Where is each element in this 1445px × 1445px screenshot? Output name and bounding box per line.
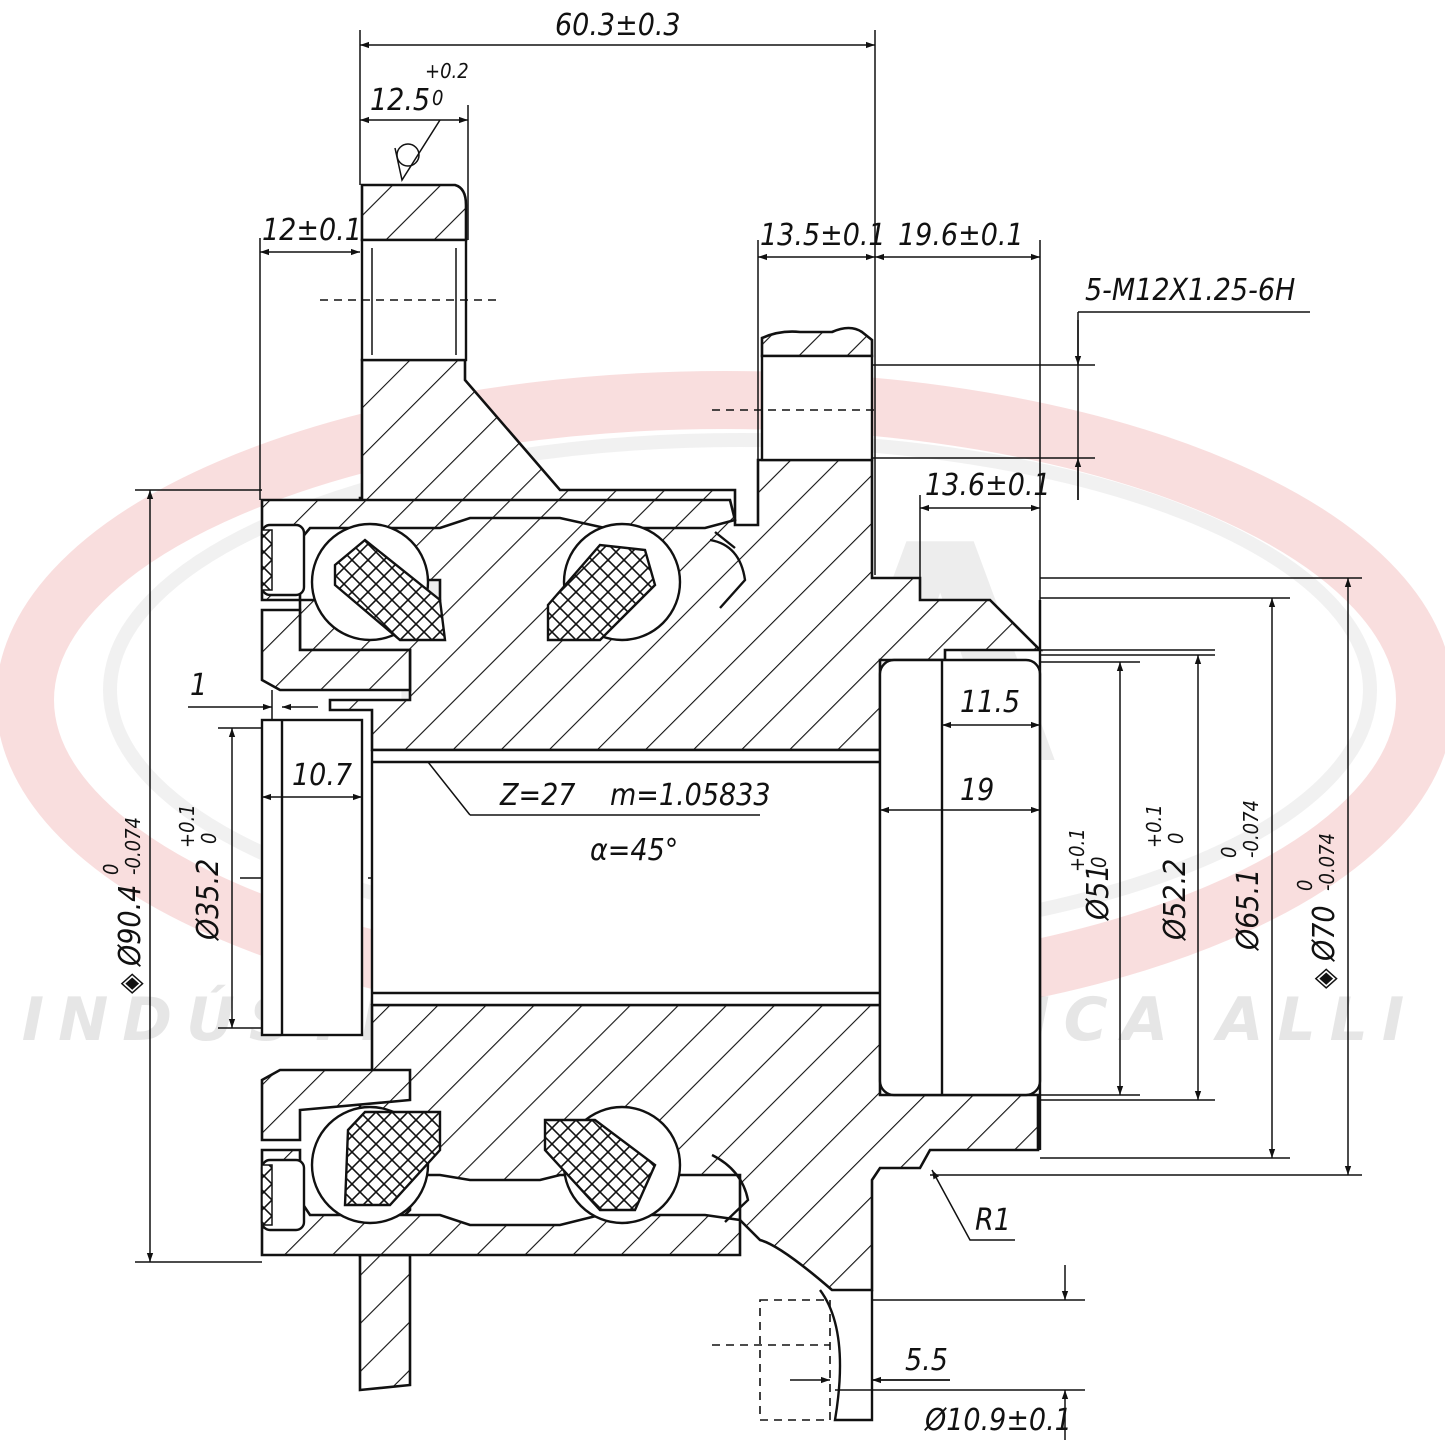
dim-seal-width: 12±0.1 <box>262 213 362 248</box>
dim-flange-thickness: 12.5 <box>370 83 430 118</box>
dim-overall-width: 60.3±0.3 <box>555 8 681 43</box>
cage-lower-left <box>343 1110 442 1207</box>
dim-bore-tol-upper: +0.1 <box>175 804 199 848</box>
dim-thread-spec: 5-M12X1.25-6H <box>1085 273 1295 308</box>
spline-angle: α=45° <box>590 833 678 868</box>
spline-module: m=1.05833 <box>610 778 771 813</box>
stud-hole-lower <box>759 1299 831 1421</box>
dim-outer-diameter-tol-upper: 0 <box>99 864 123 875</box>
dim-outer-diameter-tol-lower: -0.074 <box>121 817 145 875</box>
cage-upper-left <box>333 538 447 642</box>
dim-recess: 11.5 <box>960 685 1020 720</box>
dim-gap: 1 <box>190 668 207 703</box>
dim-d70-tol-upper: 0 <box>1293 880 1317 891</box>
dim-hole-diameter: Ø10.9±0.1 <box>924 1403 1072 1438</box>
outer-race-lower <box>260 1148 742 1257</box>
dim-flange-tol-upper: +0.2 <box>425 59 469 83</box>
inner-race-left-upper <box>260 608 412 692</box>
dim-d65-tol-upper: 0 <box>1217 847 1241 858</box>
dim-d52-tol-lower: 0 <box>1164 833 1188 844</box>
dim-bolt-depth: 19.6±0.1 <box>898 218 1024 253</box>
dim-d70-datum: ◈ <box>1307 968 1342 989</box>
dim-flange-tol-lower: 0 <box>432 86 443 110</box>
dim-chamfer: 5.5 <box>905 1343 948 1378</box>
dim-d65-tol-lower: -0.074 <box>1239 800 1263 858</box>
dim-radius: R1 <box>975 1203 1011 1238</box>
dim-outer-diameter-datum: ◈ <box>113 973 148 994</box>
dim-bore-tol-lower: 0 <box>197 833 221 844</box>
dim-d70-tol-lower: -0.074 <box>1315 833 1339 891</box>
dim-inner-length: 10.7 <box>292 758 352 793</box>
dim-d51: Ø51 <box>1081 864 1116 921</box>
dim-d52: Ø52.2 <box>1158 859 1193 941</box>
bolt-thread-upper <box>760 354 874 462</box>
dim-d70: Ø70 <box>1307 905 1342 962</box>
dim-pilot-length: 13.6±0.1 <box>925 468 1051 503</box>
dim-stud-offset: 13.5±0.1 <box>760 218 886 253</box>
dim-d51-tol-upper: +0.1 <box>1065 828 1089 872</box>
flange-upper <box>360 183 468 242</box>
bore <box>372 750 880 1005</box>
cage-upper-right <box>546 543 657 642</box>
left-stub <box>260 718 364 1037</box>
dimension-lines <box>135 30 1362 1440</box>
dim-bore-diameter: Ø35.2 <box>191 859 226 941</box>
dim-d65: Ø65.1 <box>1231 869 1266 951</box>
spline-teeth: Z=27 <box>499 778 575 813</box>
dimension-labels: 60.3±0.3 12.5 +0.2 0 12±0.1 13.5±0.1 19.… <box>99 8 1342 1438</box>
dim-d51-tol-lower: 0 <box>1087 857 1111 868</box>
dim-d52-tol-upper: +0.1 <box>1142 804 1166 848</box>
flange-lower <box>358 1253 412 1392</box>
bolt-boss-upper <box>760 326 874 358</box>
dim-bore-depth: 19 <box>960 773 994 808</box>
inner-race-left-lower <box>260 1068 412 1142</box>
cage-lower-right <box>543 1118 657 1212</box>
dim-outer-diameter: Ø90.4 <box>113 885 148 967</box>
